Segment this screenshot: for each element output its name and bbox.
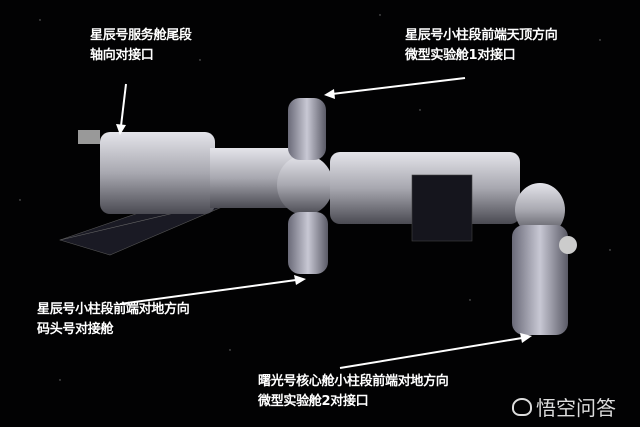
label-line: 轴向对接口 — [90, 48, 154, 63]
label-nadir-docking-module: 星辰号小柱段前端对地方向 码头号对接舱 — [37, 300, 190, 340]
label-line: 微型实验舱2对接口 — [258, 394, 369, 409]
watermark-text: 悟空问答 — [536, 396, 616, 420]
nadir-docking-module — [288, 212, 328, 274]
watermark: 悟空问答 — [512, 392, 616, 421]
label-line: 星辰号小柱段前端对地方向 — [37, 302, 190, 317]
core-node — [515, 183, 565, 237]
solar-panel-right — [411, 174, 473, 242]
label-service-module-aft-port: 星辰号服务舱尾段 轴向对接口 — [90, 26, 192, 66]
label-line: 码头号对接舱 — [37, 322, 114, 337]
zenith-lab-module — [288, 98, 326, 160]
label-line: 星辰号小柱段前端天顶方向 — [405, 28, 558, 43]
label-core-nadir-port: 曙光号核心舱小柱段前端对地方向 微型实验舱2对接口 — [258, 372, 449, 412]
label-line: 星辰号服务舱尾段 — [90, 28, 192, 43]
wukong-logo-icon — [512, 397, 532, 416]
annotation-arrows — [116, 77, 532, 369]
service-module — [100, 132, 215, 214]
stars — [19, 14, 611, 381]
label-line: 微型实验舱1对接口 — [405, 48, 516, 63]
small-dome — [559, 236, 577, 254]
node-module — [277, 155, 333, 215]
label-zenith-port: 星辰号小柱段前端天顶方向 微型实验舱1对接口 — [405, 26, 558, 66]
label-line: 曙光号核心舱小柱段前端对地方向 — [258, 374, 449, 389]
aft-port — [78, 130, 100, 144]
nadir-lab-module-2 — [512, 225, 568, 335]
